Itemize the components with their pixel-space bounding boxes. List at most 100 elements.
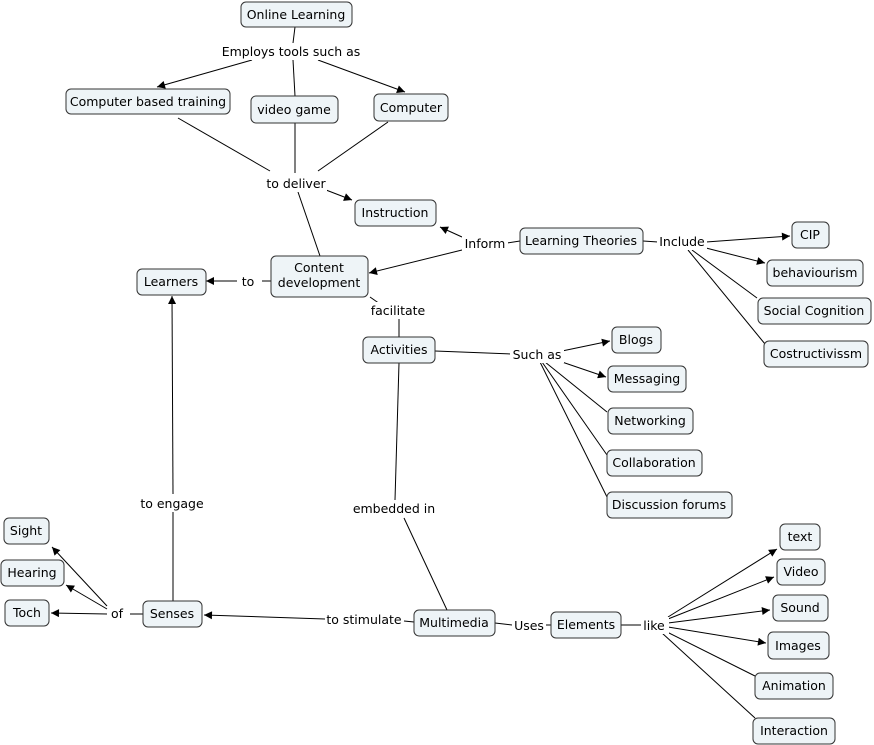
link-to-stimulate: to stimulate bbox=[326, 612, 402, 627]
link-inform: Inform bbox=[465, 236, 506, 251]
node-video[interactable]: Video bbox=[776, 558, 826, 586]
link-to-deliver: to deliver bbox=[266, 176, 326, 191]
node-social-cognition[interactable]: Social Cognition bbox=[757, 297, 872, 325]
svg-text:Messaging: Messaging bbox=[614, 371, 680, 386]
edge-like-animation bbox=[664, 630, 756, 677]
node-toch[interactable]: Toch bbox=[4, 599, 50, 627]
svg-text:Computer based training: Computer based training bbox=[70, 94, 226, 109]
node-computer-based-training[interactable]: Computer based training bbox=[65, 88, 231, 115]
edge-deliver-instruction bbox=[325, 189, 353, 201]
svg-text:CIP: CIP bbox=[800, 227, 820, 242]
edge-computer-deliver bbox=[317, 121, 389, 172]
node-online-learning[interactable]: Online Learning bbox=[240, 1, 353, 28]
svg-text:Sound: Sound bbox=[780, 600, 819, 615]
svg-text:Learners: Learners bbox=[144, 274, 198, 289]
edge-content-deliver bbox=[297, 191, 321, 257]
edge-include-costructivissm bbox=[687, 249, 766, 345]
node-instruction[interactable]: Instruction bbox=[354, 199, 437, 227]
node-video-game[interactable]: video game bbox=[250, 95, 339, 124]
node-cip[interactable]: CIP bbox=[791, 221, 830, 249]
node-messaging[interactable]: Messaging bbox=[607, 365, 687, 393]
edge-embedded-multimedia bbox=[403, 517, 448, 611]
svg-text:Multimedia: Multimedia bbox=[419, 615, 489, 630]
edge-like-text bbox=[667, 548, 778, 618]
link-of: of bbox=[111, 606, 124, 621]
node-content-development[interactable]: Content development bbox=[270, 255, 369, 298]
link-employs-tools: Employs tools such as bbox=[222, 44, 361, 59]
edge-suchas-blogs bbox=[561, 338, 611, 352]
node-interaction[interactable]: Interaction bbox=[752, 717, 836, 745]
edge-inform-content bbox=[368, 249, 463, 275]
edge-cbt-deliver bbox=[177, 117, 271, 172]
edge-stimulate-senses bbox=[203, 611, 326, 620]
edge-multimedia-uses bbox=[494, 622, 513, 626]
node-animation[interactable]: Animation bbox=[754, 672, 834, 700]
svg-text:Images: Images bbox=[775, 638, 821, 653]
edge-include-cip bbox=[705, 232, 791, 243]
svg-text:Hearing: Hearing bbox=[7, 565, 56, 580]
svg-text:Discussion forums: Discussion forums bbox=[612, 497, 726, 512]
node-sight[interactable]: Sight bbox=[3, 517, 50, 545]
edge-include-social bbox=[691, 249, 758, 299]
svg-text:Online Learning: Online Learning bbox=[247, 7, 346, 22]
link-include: Include bbox=[659, 234, 705, 249]
svg-text:Content: Content bbox=[294, 260, 344, 275]
svg-text:Elements: Elements bbox=[557, 617, 615, 632]
node-costructivissm[interactable]: Costructivissm bbox=[763, 340, 869, 368]
link-such-as: Such as bbox=[513, 347, 562, 362]
svg-text:Computer: Computer bbox=[380, 100, 443, 115]
node-learning-theories[interactable]: Learning Theories bbox=[519, 227, 644, 255]
svg-text:Learning Theories: Learning Theories bbox=[525, 233, 637, 248]
link-uses: Uses bbox=[514, 618, 544, 633]
edge-inform-instruction bbox=[439, 226, 463, 238]
node-senses[interactable]: Senses bbox=[142, 600, 203, 628]
svg-text:Interaction: Interaction bbox=[760, 723, 828, 738]
node-images[interactable]: Images bbox=[767, 631, 830, 660]
edge-like-images bbox=[667, 626, 767, 646]
connections bbox=[50, 26, 791, 719]
link-to: to bbox=[242, 274, 255, 289]
edge-theories-inform bbox=[506, 240, 521, 244]
node-discussion-forums[interactable]: Discussion forums bbox=[606, 491, 733, 519]
linking-phrases: Employs tools such as to deliver Inform … bbox=[108, 43, 707, 634]
link-like: like bbox=[643, 618, 665, 633]
edge-activities-suchas bbox=[434, 350, 513, 355]
edge-theories-include bbox=[642, 240, 659, 243]
edge-like-sound bbox=[667, 607, 771, 624]
node-blogs[interactable]: Blogs bbox=[611, 326, 662, 354]
node-networking[interactable]: Networking bbox=[607, 407, 694, 435]
svg-text:Networking: Networking bbox=[614, 413, 686, 428]
edge-multimedia-stimulate bbox=[403, 620, 415, 623]
edge-include-behaviourism bbox=[705, 247, 766, 265]
svg-text:Costructivissm: Costructivissm bbox=[770, 346, 862, 361]
edge-employs-cbt bbox=[156, 59, 253, 89]
node-computer[interactable]: Computer bbox=[373, 93, 449, 122]
edge-of-toch bbox=[50, 609, 108, 618]
node-collaboration[interactable]: Collaboration bbox=[606, 449, 703, 477]
node-text[interactable]: text bbox=[779, 523, 821, 551]
svg-text:text: text bbox=[788, 529, 813, 544]
node-sound[interactable]: Sound bbox=[772, 594, 829, 622]
node-elements[interactable]: Elements bbox=[550, 611, 622, 639]
node-multimedia[interactable]: Multimedia bbox=[413, 609, 496, 637]
node-behaviourism[interactable]: behaviourism bbox=[766, 259, 864, 287]
svg-text:Instruction: Instruction bbox=[362, 205, 429, 220]
svg-text:Blogs: Blogs bbox=[619, 332, 653, 347]
svg-text:video game: video game bbox=[257, 102, 331, 117]
edge-of-sight bbox=[51, 546, 108, 607]
link-embedded-in: embedded in bbox=[353, 501, 435, 516]
node-learners[interactable]: Learners bbox=[136, 268, 207, 296]
node-activities[interactable]: Activities bbox=[362, 336, 436, 364]
edge-employs-video-game bbox=[292, 59, 296, 97]
svg-text:Social Cognition: Social Cognition bbox=[764, 303, 865, 318]
svg-text:Toch: Toch bbox=[12, 605, 41, 620]
edge-online-learning-employs bbox=[292, 26, 296, 44]
svg-text:behaviourism: behaviourism bbox=[773, 265, 858, 280]
svg-text:Animation: Animation bbox=[762, 678, 826, 693]
node-hearing[interactable]: Hearing bbox=[0, 559, 65, 587]
svg-text:Activities: Activities bbox=[370, 342, 427, 357]
edge-suchas-discussion bbox=[539, 361, 608, 498]
edge-employs-computer bbox=[317, 59, 406, 93]
link-to-engage: to engage bbox=[140, 496, 204, 511]
edge-like-interaction bbox=[661, 632, 756, 719]
